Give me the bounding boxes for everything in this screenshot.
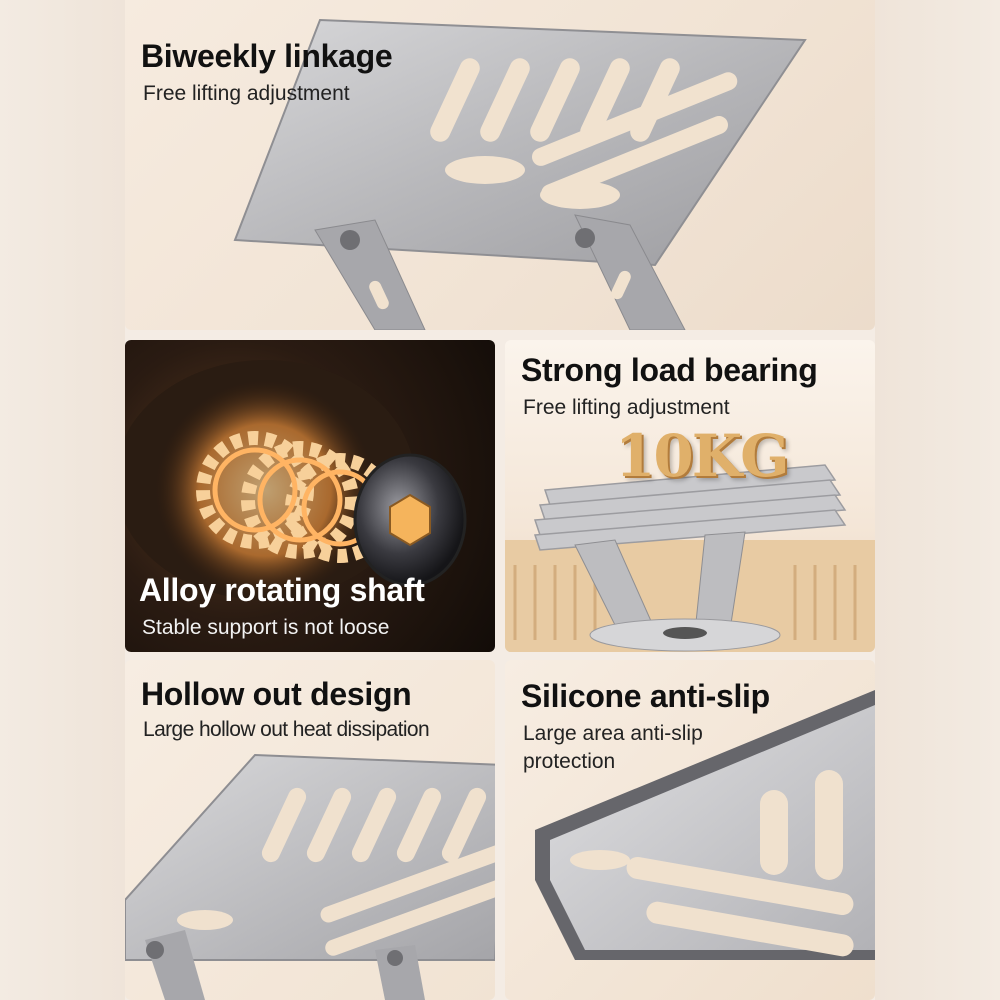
panel-subtitle: Stable support is not loose xyxy=(142,616,390,639)
left-margin xyxy=(0,0,125,1000)
panel-silicone-anti-slip: Silicone anti-slip Large area anti-slip … xyxy=(505,660,875,1000)
panel-title: Biweekly linkage xyxy=(141,38,393,74)
panel-title: Alloy rotating shaft xyxy=(139,572,425,608)
rotating-shaft-illustration xyxy=(125,360,467,600)
hollow-plate-illustration xyxy=(125,753,495,1000)
right-margin xyxy=(875,0,1000,1000)
panel-alloy-rotating-shaft: Alloy rotating shaft Stable support is n… xyxy=(125,340,495,652)
panel-biweekly-linkage: Biweekly linkage Free lifting adjustment xyxy=(125,0,875,330)
panel-title: Hollow out design xyxy=(141,676,412,712)
panel-hollow-out-design: Hollow out design Large hollow out heat … xyxy=(125,660,495,1000)
anti-slip-plate-illustration xyxy=(535,690,875,960)
panel-subtitle-line2: protection xyxy=(523,750,616,773)
stacked-laptops-illustration xyxy=(505,464,875,652)
weight-badge: 10KG xyxy=(615,422,790,490)
panel-subtitle: Large hollow out heat dissipation xyxy=(143,718,430,741)
panel-strong-load-bearing: Strong load bearing Free lifting adjustm… xyxy=(505,340,875,652)
panel-subtitle: Free lifting adjustment xyxy=(523,396,730,419)
panel-subtitle-line1: Large area anti-slip xyxy=(523,722,703,745)
panel-subtitle: Free lifting adjustment xyxy=(143,82,350,105)
panel-title: Silicone anti-slip xyxy=(521,678,770,714)
panel-title: Strong load bearing xyxy=(521,352,818,388)
laptop-stand-illustration xyxy=(233,18,807,330)
